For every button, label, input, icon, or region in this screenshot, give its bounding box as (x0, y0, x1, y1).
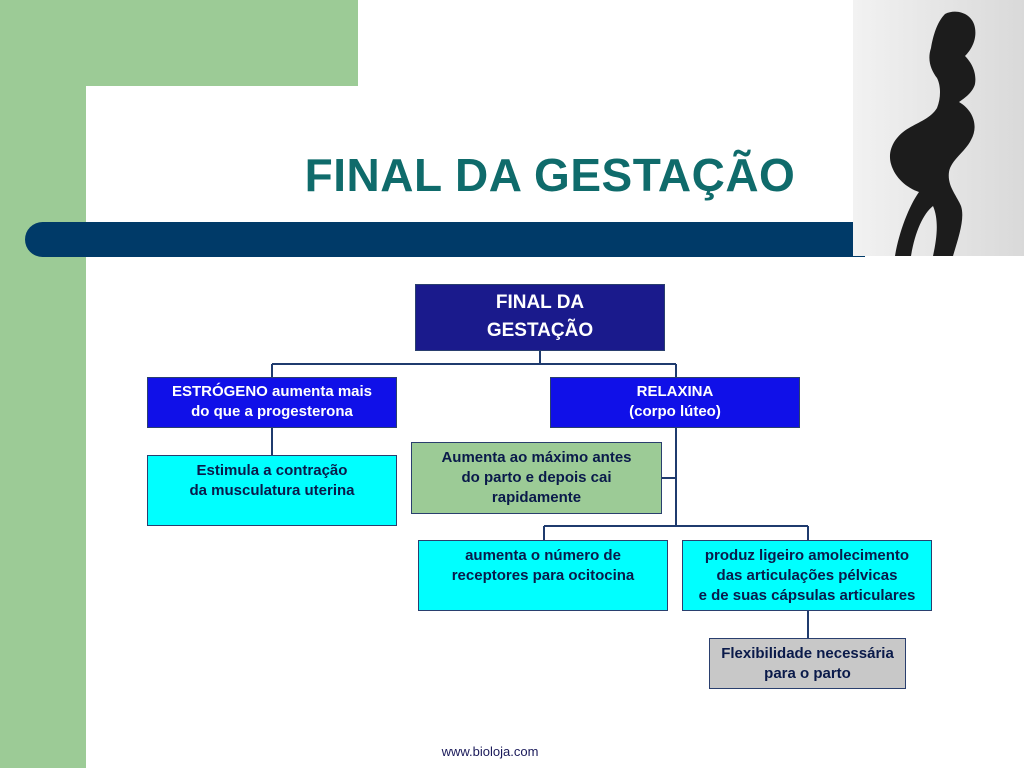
node-contracao-uterina: Estimula a contração da musculatura uter… (147, 455, 397, 526)
node-relaxina-note: Aumenta ao máximo antes do parto e depoi… (411, 442, 662, 514)
silhouette-icon (890, 11, 976, 256)
node-estrogeno: ESTRÓGENO aumenta mais do que a progeste… (147, 377, 397, 428)
rounded-corner (86, 86, 206, 206)
node-amolecimento-articulacoes: produz ligeiro amolecimento das articula… (682, 540, 932, 611)
node-receptores-ocitocina: aumenta o número de receptores para ocit… (418, 540, 668, 611)
slide-title: FINAL DA GESTAÇÃO (304, 149, 796, 201)
title-underline-bar (25, 222, 865, 257)
footer-url: www.bioloja.com (441, 744, 539, 759)
node-final-da-gestacao: FINAL DA GESTAÇÃO (415, 284, 665, 351)
left-green-strip (0, 0, 86, 768)
pregnant-woman-photo (853, 0, 1024, 256)
top-green-block (0, 0, 358, 86)
node-relaxina: RELAXINA (corpo lúteo) (550, 377, 800, 428)
node-flexibilidade: Flexibilidade necessária para o parto (709, 638, 906, 689)
